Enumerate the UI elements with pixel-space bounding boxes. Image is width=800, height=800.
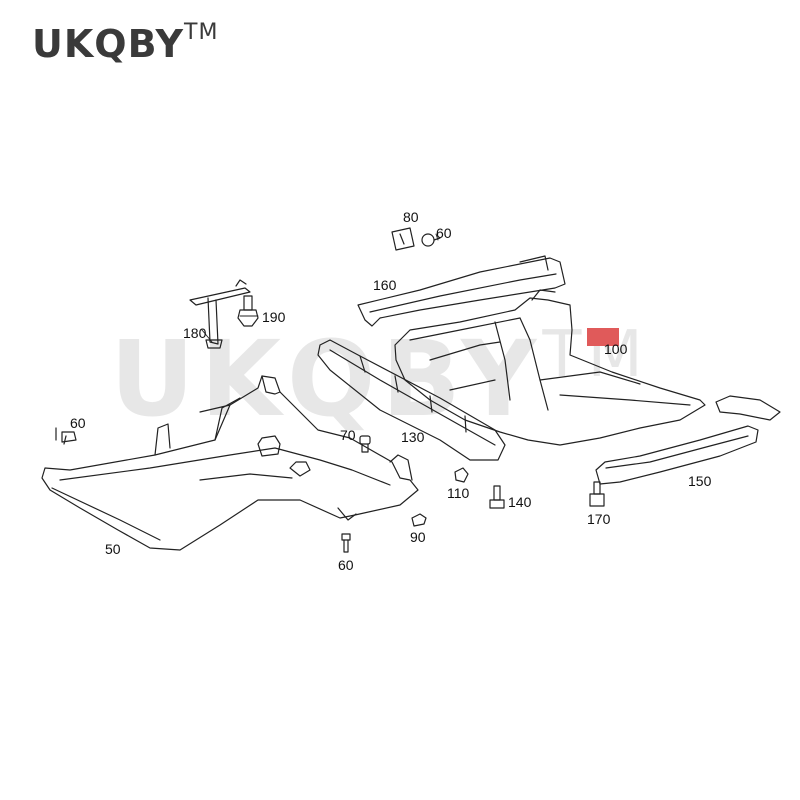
part-100-highlight [587,328,619,346]
part-60-left-bolt [55,427,77,445]
part-60-bottom-bolt [341,533,351,553]
part-180-bracket [189,279,251,349]
part-110-clip [454,467,469,483]
part-150-rear-shield [595,395,781,485]
callout-50: 50 [105,541,121,557]
callout-60-bottom: 60 [338,557,354,573]
callout-170: 170 [587,511,611,527]
callout-130: 130 [401,429,425,445]
callout-110: 110 [447,485,470,501]
part-170-bolt [589,481,605,507]
callout-60-top: 60 [436,225,452,241]
part-80-clip [391,227,415,251]
part-70-pin [359,435,371,453]
callout-190: 190 [262,309,286,325]
callout-180: 180 [183,325,207,341]
callout-70: 70 [340,427,356,443]
callout-80: 80 [403,209,419,225]
brand-trademark: TM [184,20,219,45]
callout-60-left: 60 [70,415,86,431]
part-140-bolt [489,485,505,509]
part-100-floor-shield [394,289,706,446]
part-90-nut [411,513,427,527]
part-130-rail [317,339,506,461]
brand-logo: UKQBYTM [32,20,219,66]
part-50-front-shield [41,375,419,551]
part-60-top-bolt [421,233,441,247]
part-160-rail [357,255,566,327]
callout-100: 100 [604,341,628,357]
part-190-bolt [237,295,259,327]
brand-name: UKQBY [32,22,185,66]
callout-90: 90 [410,529,426,545]
leader-lines [201,233,439,343]
callout-140: 140 [508,494,532,510]
callout-160: 160 [373,277,397,293]
callout-150: 150 [688,473,712,489]
